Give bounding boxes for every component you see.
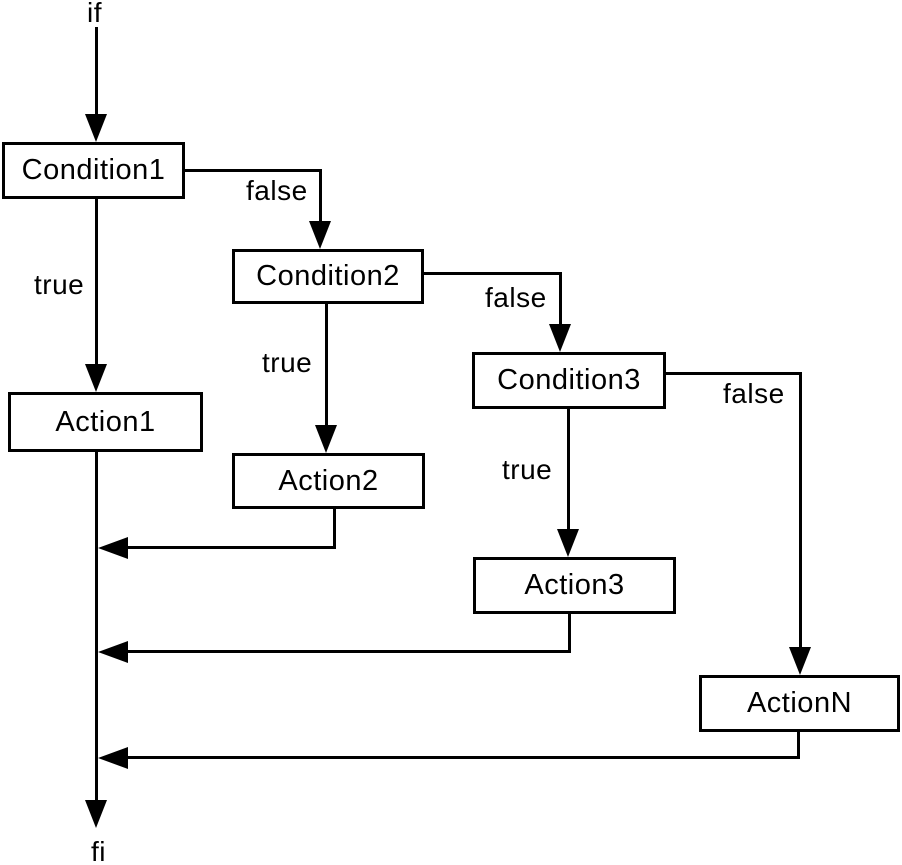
node-action1-label: Action1 — [55, 405, 156, 438]
node-condition2-label: Condition2 — [256, 260, 400, 292]
edge-condition1-false-label: false — [246, 175, 308, 206]
edge-action3-merge-vline — [568, 613, 571, 653]
edge-condition3-false-hline — [665, 372, 802, 375]
edge-actionN-merge-hline — [128, 756, 800, 759]
edge-condition2-true-line — [325, 303, 328, 426]
edge-condition2-false-hline — [423, 272, 562, 275]
edge-condition1-true-arrowhead-icon — [85, 364, 107, 392]
node-condition1: Condition1 — [2, 142, 185, 199]
edge-entry-condition1-arrowhead-icon — [85, 114, 107, 142]
edge-action1-exit-line — [95, 451, 98, 801]
edge-condition2-false-label: false — [485, 282, 547, 313]
edge-condition3-false-arrowhead-icon — [789, 647, 811, 675]
edge-action2-merge-arrowhead-icon — [98, 537, 128, 559]
edge-condition2-false-vline — [559, 272, 562, 326]
edge-action2-merge-hline — [128, 546, 336, 549]
edge-condition2-true-label: true — [262, 347, 313, 378]
edge-action3-merge-arrowhead-icon — [98, 641, 128, 663]
edge-condition1-false-arrowhead-icon — [309, 221, 331, 249]
edge-condition3-true-label: true — [502, 454, 553, 485]
node-action2-label: Action2 — [278, 464, 379, 497]
edge-action3-merge-hline — [128, 650, 571, 653]
edge-action2-merge-vline — [333, 508, 336, 549]
node-actionN: ActionN — [699, 675, 900, 732]
edge-condition2-false-arrowhead-icon — [549, 324, 571, 352]
edge-condition1-false-hline — [185, 169, 322, 172]
edge-exit-arrowhead-icon — [85, 800, 107, 828]
entry-label: if — [87, 0, 102, 28]
edge-condition3-false-vline — [799, 372, 802, 648]
edge-condition3-true-line — [567, 408, 570, 531]
node-action3-label: Action3 — [524, 569, 625, 601]
node-action1: Action1 — [8, 392, 203, 452]
edge-condition3-true-arrowhead-icon — [557, 529, 579, 557]
node-condition2: Condition2 — [232, 249, 424, 304]
node-condition3-label: Condition3 — [497, 364, 641, 396]
edge-actionN-merge-arrowhead-icon — [98, 747, 128, 769]
edge-condition3-false-label: false — [723, 378, 785, 409]
edge-entry-condition1-line — [95, 27, 98, 115]
edge-condition1-false-vline — [319, 169, 322, 223]
exit-label: fi — [91, 836, 106, 865]
edge-condition1-true-line — [95, 198, 98, 365]
node-condition1-label: Condition1 — [21, 154, 166, 186]
edge-condition2-true-arrowhead-icon — [315, 425, 337, 453]
edge-condition1-true-label: true — [34, 269, 85, 300]
node-action2: Action2 — [232, 453, 425, 509]
node-actionN-label: ActionN — [746, 687, 853, 719]
node-condition3: Condition3 — [472, 352, 666, 409]
edge-actionN-merge-vline — [797, 730, 800, 759]
node-action3: Action3 — [473, 557, 676, 614]
